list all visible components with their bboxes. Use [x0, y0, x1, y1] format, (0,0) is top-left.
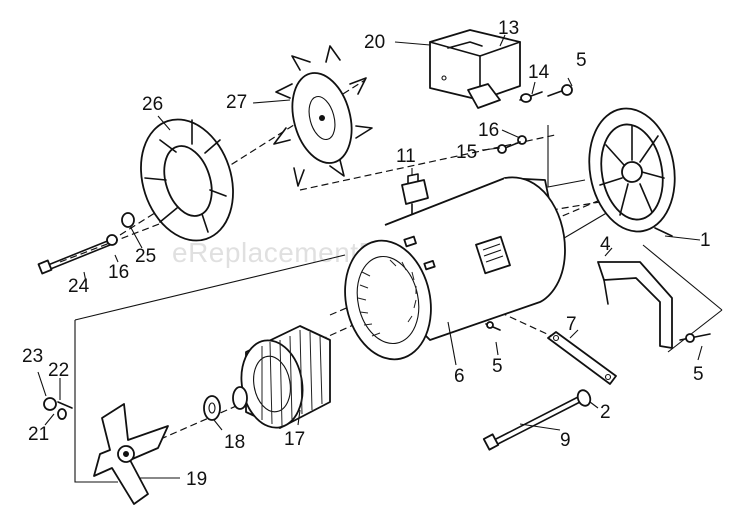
leader-lines	[37, 34, 703, 479]
callout-27: 27	[226, 92, 247, 113]
callout-25: 25	[135, 246, 156, 267]
callouts: 1 2 4 5 5 5 6 7 9 11 13 14 15 16 16 17 1…	[22, 18, 711, 490]
callout-15: 15	[456, 142, 477, 163]
top-cover-part-13	[429, 29, 521, 109]
callout-16-top: 16	[478, 120, 499, 141]
callout-6: 6	[454, 366, 465, 387]
callout-5-middle: 5	[492, 356, 503, 377]
callout-17: 17	[284, 429, 305, 450]
fan-part-27	[273, 45, 373, 187]
callout-5-right: 5	[693, 364, 704, 385]
callout-26: 26	[142, 94, 163, 115]
callout-24: 24	[68, 276, 90, 297]
hardware-top	[497, 84, 573, 154]
callout-7: 7	[566, 314, 577, 335]
motor-shell-part-6	[344, 176, 566, 361]
callout-21: 21	[28, 424, 49, 445]
callout-9: 9	[560, 430, 571, 451]
callout-23: 23	[22, 346, 43, 367]
strap-part-7	[547, 331, 617, 385]
callout-5-top: 5	[576, 50, 587, 71]
bearing-part-18	[203, 386, 248, 421]
callout-19: 19	[186, 469, 207, 490]
hardware-middle	[485, 321, 711, 343]
callout-1: 1	[700, 230, 711, 251]
callout-11: 11	[396, 146, 416, 167]
bracket-part-4	[597, 261, 673, 349]
callout-2: 2	[600, 402, 611, 423]
callout-14: 14	[528, 62, 550, 83]
shroud-wheel-part-26	[140, 118, 234, 242]
callout-20: 20	[364, 32, 385, 53]
switch-part-11	[401, 173, 429, 215]
callout-13: 13	[498, 18, 519, 39]
callout-16-left: 16	[108, 262, 129, 283]
hardware-left	[43, 397, 73, 420]
stator-part-17	[240, 325, 331, 429]
callout-18: 18	[224, 432, 245, 453]
callout-4: 4	[600, 234, 611, 255]
screw-part-24	[37, 212, 135, 275]
callout-22: 22	[48, 360, 69, 381]
end-bell-part-1	[588, 107, 676, 237]
fan-blade-part-19	[93, 403, 169, 505]
bolt-part-9	[482, 389, 592, 451]
